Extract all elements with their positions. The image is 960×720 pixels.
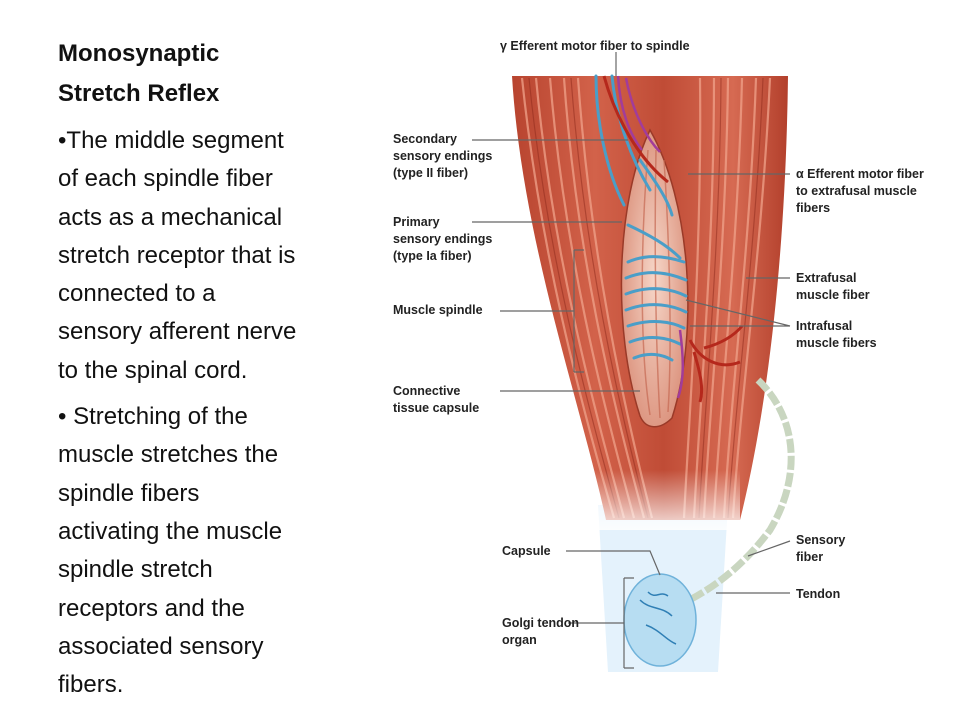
title-line-1: Monosynaptic [58, 40, 220, 67]
bullet-1-line-6: sensory afferent nerve [58, 318, 297, 346]
alpha-motor-fibers [602, 75, 744, 403]
primary-sensory-coils [624, 255, 688, 362]
label-sensory-line-2: fiber [796, 550, 824, 564]
bullet-2-line-2: muscle stretches the [58, 441, 279, 469]
bullet-1-line-2: of each spindle fiber [58, 165, 273, 193]
label-alpha-line-3: fibers [796, 201, 831, 215]
label-capsule: Capsule [502, 544, 551, 558]
label-sensory-fiber: Sensory fiber [796, 532, 845, 566]
label-golgi-line-1: Golgi tendon [502, 616, 580, 630]
bullet-list: •The middle segment of each spindle fibe… [58, 122, 368, 704]
extrafusal-fiber-stripes [520, 77, 772, 519]
label-tendon: Tendon [796, 587, 841, 601]
label-extrafusal-line-1: Extrafusal [796, 271, 857, 285]
bullet-2-line-7: associated sensory [58, 632, 264, 660]
bullet-1-line-4: stretch receptor that is [58, 241, 296, 269]
label-alpha-efferent: α Efferent motor fiber to extrafusal mus… [796, 166, 924, 217]
bullet-2-line-5: spindle stretch [58, 556, 213, 584]
label-extrafusal: Extrafusal muscle fiber [796, 270, 870, 304]
label-secondary-line-3: (type II fiber) [393, 166, 469, 180]
bullet-1-line-3: acts as a mechanical [58, 203, 283, 231]
label-primary-line-1: Primary [393, 215, 440, 229]
label-golgi-line-2: organ [502, 633, 537, 647]
label-golgi-tendon-organ: Golgi tendon organ [502, 615, 579, 649]
label-connective-capsule: Connective tissue capsule [393, 383, 479, 417]
bullet-2: • Stretching of the muscle stretches the… [58, 398, 368, 704]
label-connective-line-1: Connective [393, 384, 461, 398]
golgi-sensory-fiber [678, 377, 795, 609]
label-alpha-line-1: α Efferent motor fiber [796, 167, 924, 181]
label-connective-line-2: tissue capsule [393, 401, 480, 415]
gamma-motor-fibers [616, 75, 685, 399]
bullet-2-line-4: activating the muscle [58, 517, 283, 545]
bullet-2-line-3: spindle fibers [58, 479, 200, 507]
title-line-2: Stretch Reflex [58, 80, 220, 107]
label-intrafusal: Intrafusal muscle fibers [796, 318, 877, 352]
label-sensory-line-1: Sensory [796, 533, 846, 547]
bullet-1-line-1: •The middle segment [58, 127, 284, 154]
label-muscle-spindle: Muscle spindle [393, 303, 483, 317]
label-secondary-endings: Secondary sensory endings (type II fiber… [393, 131, 492, 182]
bullet-2-line-1: • Stretching of the [58, 403, 248, 431]
sensory-fibers [594, 74, 682, 260]
label-primary-endings: Primary sensory endings (type Ia fiber) [393, 214, 492, 265]
label-extrafusal-line-2: muscle fiber [796, 288, 870, 302]
label-secondary-line-1: Secondary [393, 132, 457, 146]
slide-title: Monosynaptic Stretch Reflex [58, 34, 358, 114]
label-intrafusal-line-1: Intrafusal [796, 319, 853, 333]
leader-lines [472, 52, 791, 669]
label-secondary-line-2: sensory endings [393, 149, 493, 163]
bullet-2-line-6: receptors and the [58, 594, 245, 622]
label-intrafusal-line-2: muscle fibers [796, 336, 877, 350]
label-primary-line-2: sensory endings [393, 232, 493, 246]
bullet-1: •The middle segment of each spindle fibe… [58, 122, 368, 390]
golgi-tendon-organ [623, 573, 697, 667]
bullet-2-line-8: fibers. [58, 671, 124, 699]
label-primary-line-3: (type Ia fiber) [393, 249, 472, 263]
bullet-1-line-5: connected to a [58, 280, 216, 308]
label-gamma-efferent: γ Efferent motor fiber to spindle [500, 39, 690, 53]
bullet-1-line-7: to the spinal cord. [58, 356, 248, 384]
label-alpha-line-2: to extrafusal muscle [796, 184, 917, 198]
